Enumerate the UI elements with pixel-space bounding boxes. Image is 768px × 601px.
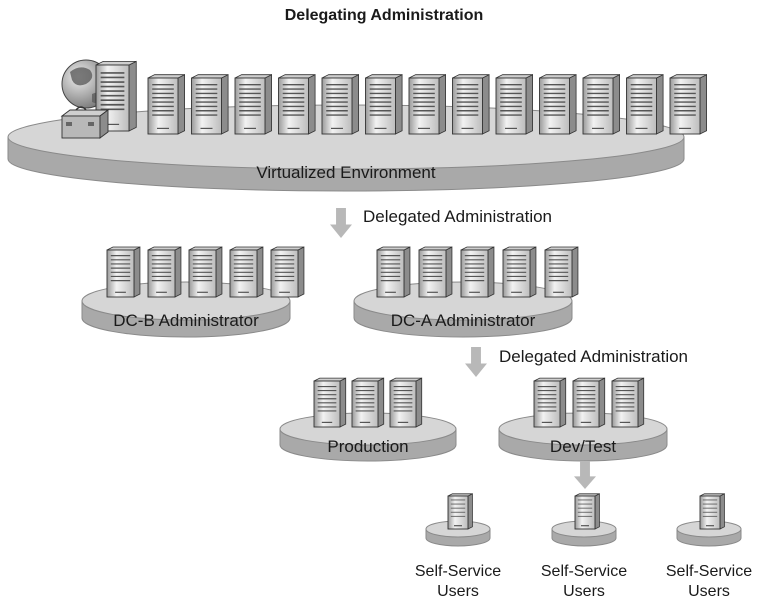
server-tower-icon — [699, 493, 725, 530]
platform-label-line: Users — [437, 583, 479, 600]
arrow-label: Delegated Administration — [499, 347, 688, 366]
down-arrow-icon — [574, 461, 596, 489]
platform-production: Production — [279, 377, 457, 462]
server-tower-icon — [321, 74, 359, 135]
server-tower-icon — [95, 60, 137, 132]
cloud-gateway-group — [60, 59, 137, 139]
server-tower-icon — [229, 246, 264, 298]
case-icon — [60, 106, 110, 139]
server-tower-icon — [533, 377, 567, 428]
server-tower-icon — [234, 74, 272, 135]
platform-label: Dev/Test — [550, 437, 616, 456]
server-tower-icon — [495, 74, 533, 135]
server-tower-icon — [278, 74, 316, 135]
diagram-title: Delegating Administration — [284, 7, 484, 24]
server-tower-icon — [418, 246, 453, 298]
platform-devtest: Dev/Test — [498, 377, 668, 462]
server-tower-icon — [106, 246, 141, 298]
platform-label: Virtualized Environment — [256, 163, 435, 182]
delegation-arrow: Delegated Administration — [465, 347, 688, 377]
platform-label-line: Users — [688, 583, 730, 600]
platform-label-line: Self-Service — [541, 563, 627, 580]
server-tower-icon — [389, 377, 423, 428]
platform-virtualized: Virtualized Environment — [7, 59, 707, 192]
server-tower-icon — [544, 246, 579, 298]
server-tower-icon — [447, 493, 473, 530]
server-tower-icon — [574, 493, 600, 530]
platform-label: DC-B Administrator — [113, 311, 259, 330]
server-tower-icon — [270, 246, 305, 298]
down-arrow-icon — [330, 208, 352, 238]
platform-label-line: Users — [563, 583, 605, 600]
delegation-arrow: Delegated Administration — [330, 207, 552, 238]
server-tower-icon — [582, 74, 620, 135]
platform-label: Production — [327, 437, 408, 456]
platform-dc-b: DC-B Administrator — [81, 246, 305, 338]
server-tower-icon — [460, 246, 495, 298]
server-tower-icon — [408, 74, 446, 135]
server-tower-icon — [539, 74, 577, 135]
delegation-arrow — [574, 461, 596, 489]
server-tower-icon — [502, 246, 537, 298]
down-arrow-icon — [465, 347, 487, 377]
server-tower-icon — [572, 377, 606, 428]
server-tower-icon — [188, 246, 223, 298]
server-tower-icon — [365, 74, 403, 135]
server-tower-icon — [452, 74, 490, 135]
server-tower-icon — [191, 74, 229, 135]
server-tower-icon — [147, 74, 185, 135]
platform-label-line: Self-Service — [666, 563, 752, 580]
platform-label: DC-A Administrator — [391, 311, 536, 330]
server-tower-icon — [376, 246, 411, 298]
server-tower-icon — [669, 74, 707, 135]
server-tower-icon — [626, 74, 664, 135]
server-tower-icon — [147, 246, 182, 298]
server-tower-icon — [351, 377, 385, 428]
arrow-label: Delegated Administration — [363, 207, 552, 226]
server-tower-icon — [611, 377, 645, 428]
server-tower-icon — [313, 377, 347, 428]
platform-label-line: Self-Service — [415, 563, 501, 580]
platform-dc-a: DC-A Administrator — [353, 246, 579, 338]
